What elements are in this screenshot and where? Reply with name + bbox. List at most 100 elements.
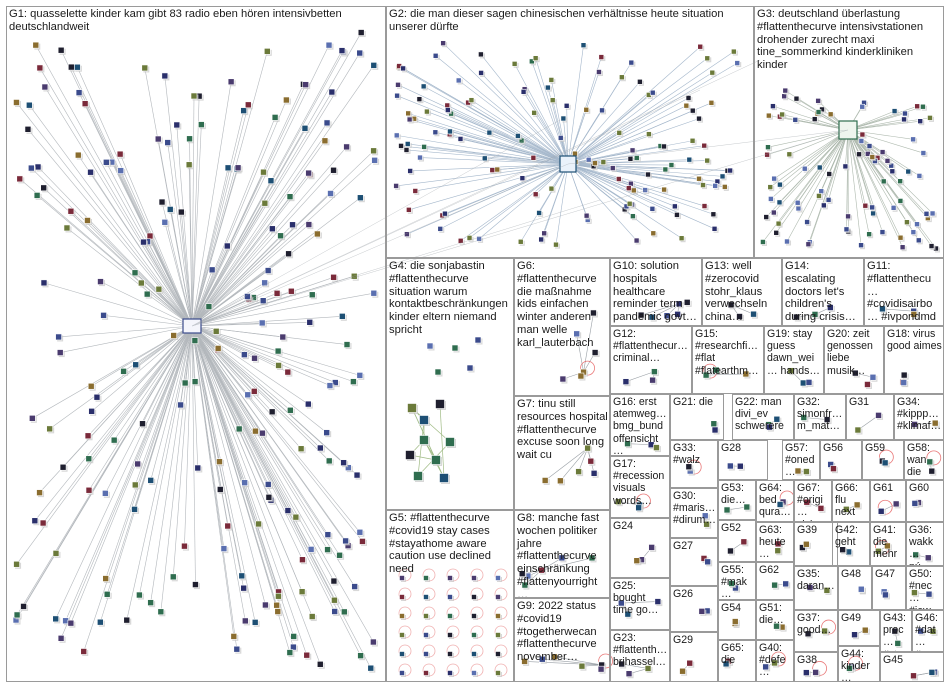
group-label-g56: G56 — [823, 442, 844, 454]
graph-node — [900, 371, 908, 379]
graph-node — [13, 611, 21, 619]
graph-node — [590, 309, 597, 317]
graph-node — [864, 381, 871, 388]
graph-node — [743, 503, 751, 511]
graph-node — [648, 313, 656, 321]
graph-node — [686, 156, 693, 163]
group-label-g64: G64: bed qura… — [759, 482, 791, 519]
group-label-g53: G53: die… — [721, 482, 746, 507]
group-panel-g67: G67: #origi… sick… — [794, 480, 832, 522]
group-label-g28: G28 — [721, 442, 742, 454]
graph-node — [325, 41, 333, 49]
group-label-g33: G33: #walz — [673, 442, 701, 467]
graph-node — [875, 547, 882, 555]
graph-node — [340, 459, 347, 466]
graph-node — [917, 627, 924, 635]
graph-node — [157, 608, 165, 616]
group-panel-g19: G19: stay guess dawn_wei… hands… — [764, 326, 824, 394]
group-panel-g23: G23: #flattenth… brihassel… — [610, 630, 670, 682]
graph-node — [902, 110, 908, 117]
graph-node — [736, 313, 743, 320]
graph-node — [205, 303, 213, 310]
graph-node — [412, 188, 419, 194]
graph-node — [661, 186, 667, 193]
graph-node — [771, 581, 778, 589]
graph-node — [846, 665, 853, 672]
graph-node — [407, 168, 413, 174]
graph-node — [404, 231, 410, 237]
group-label-g6: G6: #flattenthecurve die maßnahme kids e… — [517, 260, 597, 349]
graph-node — [851, 631, 858, 639]
graph-node — [787, 367, 795, 374]
graph-node — [471, 613, 477, 619]
graph-node — [457, 237, 464, 244]
graph-node — [321, 137, 329, 145]
graph-node — [67, 619, 75, 627]
graph-node — [869, 373, 877, 381]
graph-node — [821, 202, 827, 209]
graph-node — [801, 165, 808, 172]
group-label-g4: G4: die sonjabastin #flattenthecurve sit… — [389, 260, 508, 336]
graph-node — [645, 171, 651, 178]
graph-node — [779, 111, 785, 118]
graph-node — [305, 221, 313, 228]
graph-node — [432, 52, 439, 59]
graph-node — [471, 632, 477, 638]
graph-node — [63, 224, 71, 232]
group-panel-g52: G52 — [718, 520, 756, 562]
graph-node — [817, 505, 825, 512]
graph-node — [723, 506, 731, 514]
graph-node — [616, 176, 622, 182]
graph-node — [622, 378, 630, 385]
graph-node — [260, 168, 267, 176]
graph-node — [541, 230, 547, 237]
group-label-g17: G17: #recession visuals words… — [613, 458, 665, 507]
graph-node — [447, 632, 453, 638]
graph-node — [155, 285, 163, 293]
graph-node — [284, 368, 292, 376]
graph-node — [192, 581, 199, 588]
graph-node — [839, 546, 846, 553]
graph-node — [299, 556, 306, 564]
graph-node — [136, 591, 143, 599]
graph-node — [771, 659, 778, 667]
graph-node — [351, 583, 358, 590]
group-label-g55: G55: #mak… — [721, 564, 747, 600]
group-label-g42: G42: geht — [835, 524, 858, 549]
group-label-g11: G11: #flattenthecu… #covidisairbo… #ivpo… — [867, 260, 937, 325]
graph-node — [742, 370, 750, 378]
group-label-g1: G1: quasselette kinder kam gibt 83 radio… — [9, 8, 342, 33]
graph-node — [371, 157, 378, 164]
graph-node — [890, 205, 897, 211]
graph-node — [447, 651, 453, 657]
graph-node — [905, 168, 912, 175]
graph-node — [811, 116, 818, 122]
group-panel-g57: G57: #oned… — [782, 440, 820, 480]
group-panel-g49: G49 — [838, 610, 880, 646]
group-label-g20: G20: zeit genossen liebe musik… — [827, 328, 873, 377]
graph-node — [619, 74, 625, 81]
graph-node — [74, 151, 82, 159]
graph-node — [102, 575, 109, 582]
group-label-g60: G60 — [909, 482, 930, 494]
graph-node — [616, 130, 623, 136]
graph-node — [223, 242, 231, 250]
graph-node — [811, 311, 819, 318]
graph-node — [891, 108, 898, 114]
graph-node — [55, 333, 62, 341]
graph-node — [421, 144, 427, 150]
graph-node — [323, 429, 330, 436]
graph-node — [584, 444, 591, 452]
graph-node — [859, 103, 866, 110]
graph-node — [120, 368, 127, 375]
graph-node — [587, 457, 595, 465]
graph-node — [774, 547, 782, 555]
graph-node — [927, 115, 933, 121]
graph-node — [123, 616, 131, 624]
graph-node — [703, 520, 710, 528]
graph-node — [241, 617, 249, 625]
graph-node — [794, 467, 802, 475]
graph-node — [928, 243, 935, 249]
graph-node — [698, 608, 706, 615]
graph-node — [147, 477, 155, 484]
